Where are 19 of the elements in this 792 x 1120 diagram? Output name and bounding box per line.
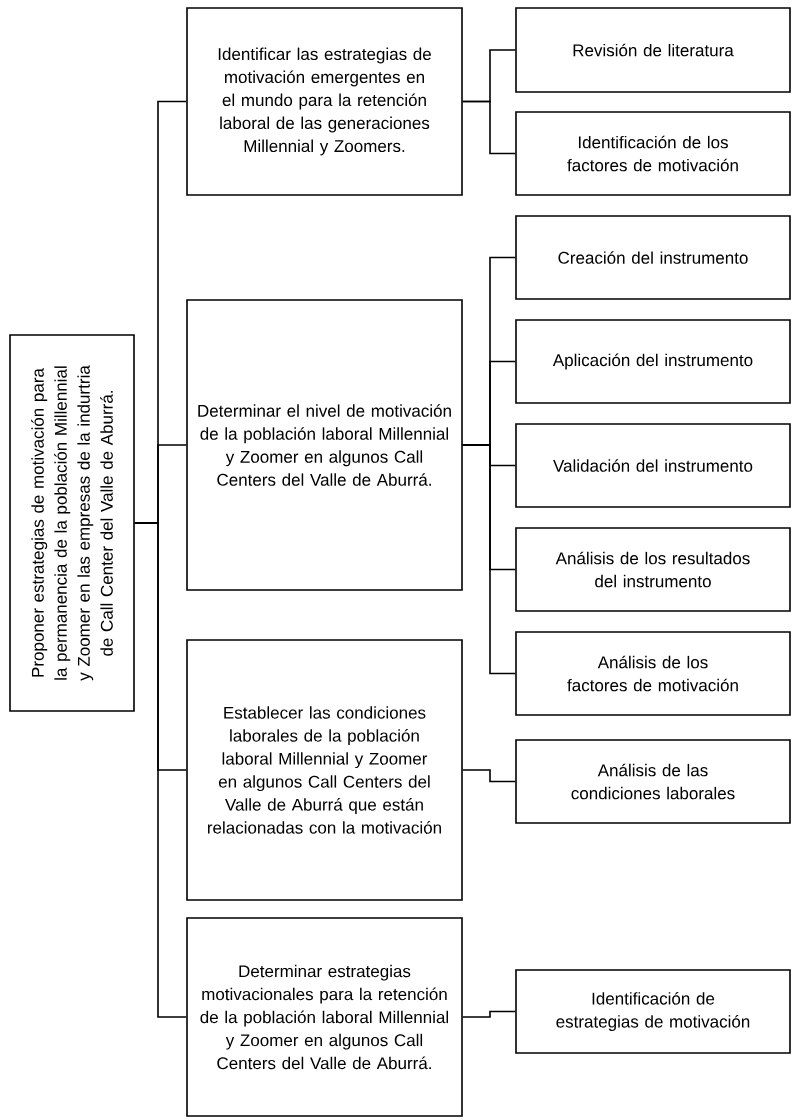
activity-box: Análisis de los resultados del instrumento: [515, 527, 791, 612]
activity-box: Análisis de los factores de motivación: [515, 631, 791, 716]
objective-box: Establecer las condiciones laborales de la población laboral Millennial y Zoomer en algunos Call Centers del Valle de Aburrá que están relacionadas con la motivación: [186, 639, 463, 901]
connector-line: [462, 100, 516, 155]
activity-box: Identificación de los factores de motivación: [515, 111, 791, 196]
objective-box: Determinar el nivel de motivación de la población laboral Millennial y Zoomer en algunos Call Centers del Valle de Aburrá.: [186, 299, 463, 591]
goal-box: Proponer estrategias de motivación para la permanencia de la población Millennial y Zoomer en las empresas de la indurtria de Call Center del Valle de Aburrá.: [9, 334, 135, 712]
objective-box: Identificar las estrategias de motivación emergentes en el mundo para la retención laboral de las generaciones Millennial y Zoomers.: [186, 7, 463, 196]
activity-box: Análisis de las condiciones laborales: [515, 739, 791, 824]
activity-box: Creación del instrumento: [515, 215, 791, 300]
objective-box: Determinar estrategias motivacionales para la retención de la población laboral Millennial y Zoomer en algunos Call Centers del Valle de Aburrá.: [186, 917, 463, 1117]
connector-line: [134, 522, 187, 1018]
connector-line: [462, 769, 516, 783]
activity-box: Aplicación del instrumento: [515, 319, 791, 404]
activity-box: Identificación de estrategias de motivación: [515, 969, 791, 1054]
connector-line: [462, 444, 516, 675]
activity-box: Revisión de literatura: [515, 7, 791, 93]
connector-line: [462, 1010, 516, 1018]
activity-box: Validación del instrumento: [515, 423, 791, 508]
